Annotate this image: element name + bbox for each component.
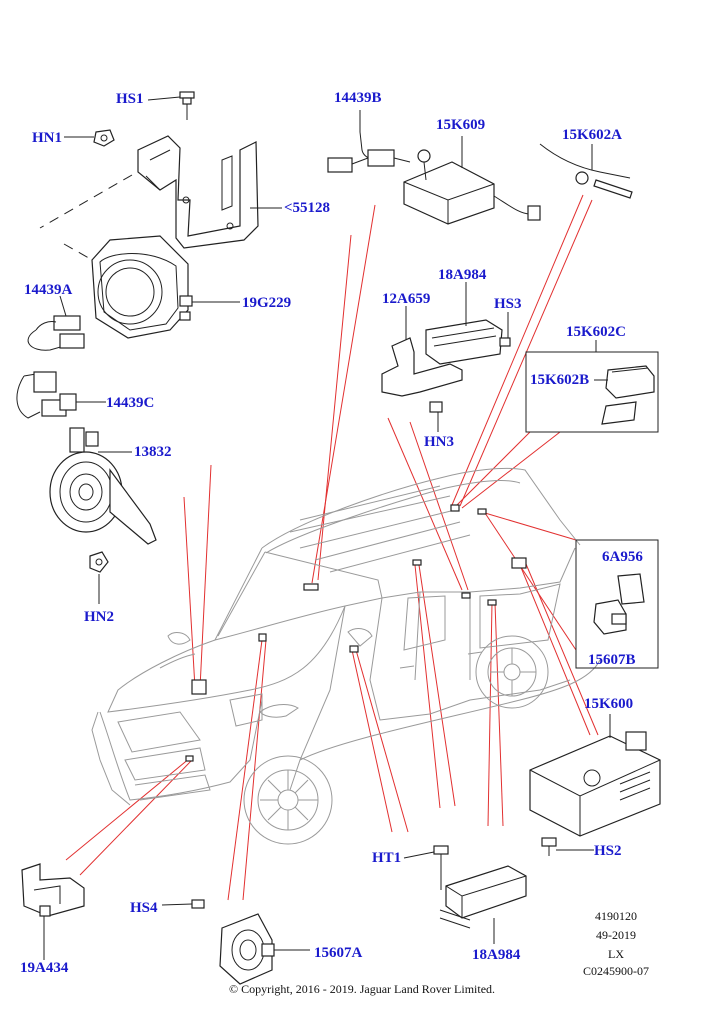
ref-code-3: LX (608, 947, 624, 961)
label-hs3: HS3 (494, 296, 522, 312)
label-hs1: HS1 (116, 91, 144, 107)
label-hs2: HS2 (594, 843, 622, 859)
harness-14439b (327, 110, 411, 173)
label-14439a: 14439A (24, 282, 73, 298)
siren-19g229 (63, 235, 240, 339)
module-15k609 (403, 136, 541, 225)
copyright-notice: © Copyright, 2016 - 2019. Jaguar Land Ro… (228, 982, 496, 996)
label-hn2: HN2 (84, 609, 114, 625)
label-12a659: 12A659 (382, 291, 431, 307)
label-15k602c: 15K602C (566, 324, 626, 340)
label-ht1: HT1 (372, 850, 402, 866)
label-19a434: 19A434 (20, 960, 69, 976)
callout-lines (65, 194, 599, 901)
label-14439b: 14439B (334, 90, 382, 106)
horn-13832 (49, 427, 157, 545)
label-15607b: 15607B (588, 652, 636, 668)
label-15k609: 15K609 (436, 117, 486, 133)
module-15607b-box (575, 539, 659, 669)
module-15k600 (529, 714, 661, 837)
label-15k602b: 15K602B (530, 372, 590, 388)
antenna-15k602a (539, 143, 633, 199)
label-hs4: HS4 (130, 900, 158, 916)
stud-ht1 (403, 845, 449, 890)
nut-hn2 (89, 551, 109, 604)
screw-hs3 (499, 312, 511, 347)
vehicle-component-marks (185, 504, 527, 762)
harness-14439c (16, 371, 106, 419)
ref-code-4: C0245900-07 (583, 964, 649, 978)
vehicle-outline (91, 467, 601, 845)
label-hn3: HN3 (424, 434, 454, 450)
label-hn1: HN1 (32, 130, 62, 146)
bracket-55128 (39, 135, 282, 249)
ref-code-1: 4190120 (595, 909, 637, 923)
bracket-12a659 (381, 306, 463, 397)
label-15k600: 15K600 (584, 696, 634, 712)
screw-hs4 (161, 899, 205, 909)
label-19g229: 19G229 (242, 295, 292, 311)
label-15k602a: 15K602A (562, 127, 622, 143)
label-13832: 13832 (134, 444, 172, 460)
label-15607a: 15607A (314, 945, 363, 961)
nut-hn3 (429, 401, 443, 432)
harness-14439a (27, 295, 85, 351)
nut-hn1 (64, 129, 115, 147)
bracket-19a434 (21, 863, 85, 960)
label-18a984-top: 18A984 (438, 267, 487, 283)
screw-hs2 (541, 837, 594, 856)
screw-hs1 (147, 91, 195, 120)
antenna-18a984-top (425, 282, 503, 365)
ref-code-2: 49-2019 (596, 928, 636, 942)
label-6a956: 6A956 (602, 549, 643, 565)
module-15k602c-box (525, 340, 659, 433)
label-18a984-bottom: 18A984 (472, 947, 521, 963)
label-55128: <55128 (284, 200, 331, 216)
antenna-18a984-bottom (439, 865, 527, 944)
sounder-15607a (219, 913, 310, 985)
label-14439c: 14439C (106, 395, 155, 411)
